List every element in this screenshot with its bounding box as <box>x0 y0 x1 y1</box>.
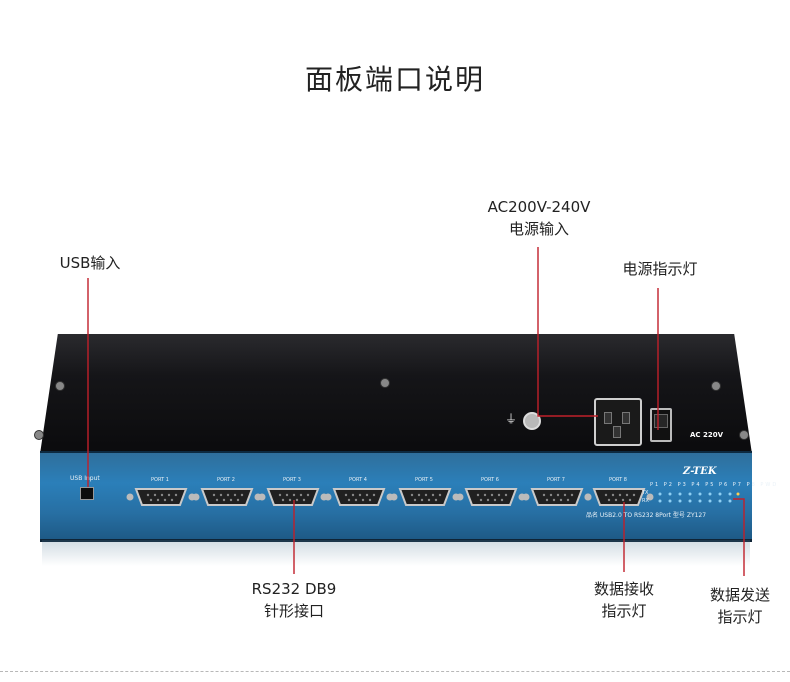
screw-icon <box>55 381 65 391</box>
callout-tx-line1: 数据发送 <box>709 586 770 604</box>
port-7-label: PORT 7 <box>547 477 565 483</box>
callout-line-tx <box>733 498 745 576</box>
ac-rating-label: AC 220V <box>690 431 724 439</box>
screw-icon <box>380 378 390 388</box>
power-socket[interactable] <box>594 398 642 446</box>
callout-ac-voltage: AC200V-240V <box>487 198 591 216</box>
usb-input-label: USB Input <box>70 475 100 482</box>
tx-label: TX <box>642 490 649 496</box>
usb-port[interactable] <box>80 487 94 500</box>
port-6-label: PORT 6 <box>481 477 499 483</box>
screw-icon <box>739 430 749 440</box>
callout-power-indicator: 电源指示灯 <box>622 260 698 278</box>
power-pin-icon <box>604 412 612 424</box>
port-3-label: PORT 3 <box>283 477 301 483</box>
callout-usb-input: USB输入 <box>59 254 121 272</box>
ground-symbol-icon: ⏚ <box>505 412 518 426</box>
db9-connector-6[interactable] <box>455 488 527 506</box>
callout-tx-line2: 指示灯 <box>717 608 763 626</box>
power-pin-icon <box>613 426 621 438</box>
callout-rx-line1: 数据接收 <box>593 580 654 598</box>
port-8-label: PORT 8 <box>609 477 627 483</box>
screw-icon <box>34 430 44 440</box>
db9-connector-1[interactable] <box>125 488 197 506</box>
callout-power-input: 电源输入 <box>508 220 569 238</box>
port-4-label: PORT 4 <box>349 477 367 483</box>
device-reflection <box>42 540 750 566</box>
led-label-row: P1 P2 P3 P4 P5 P6 P7 P8 PWD <box>650 482 779 488</box>
db9-connector-3[interactable] <box>257 488 329 506</box>
callout-rx-line2: 指示灯 <box>601 602 647 620</box>
port-2-label: PORT 2 <box>217 477 235 483</box>
bottom-divider <box>0 671 790 672</box>
callout-line-power-input <box>537 247 598 417</box>
db9-connector-7[interactable] <box>521 488 593 506</box>
port-5-label: PORT 5 <box>415 477 433 483</box>
callout-rs232-line2: 针形接口 <box>263 602 324 620</box>
db9-connector-5[interactable] <box>389 488 461 506</box>
db9-connector-4[interactable] <box>323 488 395 506</box>
callout-rs232-line1: RS232 DB9 <box>251 580 337 598</box>
rx-label: RX <box>642 498 649 504</box>
port-1-label: PORT 1 <box>151 477 169 483</box>
db9-connector-2[interactable] <box>191 488 263 506</box>
screw-icon <box>711 381 721 391</box>
product-model-line: 品名 USB2.0 TO RS232 8Port 型号 ZY127 <box>586 512 707 519</box>
ground-terminal-icon <box>523 412 541 430</box>
page-title: 面板端口说明 <box>304 63 485 96</box>
power-pin-icon <box>622 412 630 424</box>
brand-logo: Z-TEK <box>683 466 717 477</box>
